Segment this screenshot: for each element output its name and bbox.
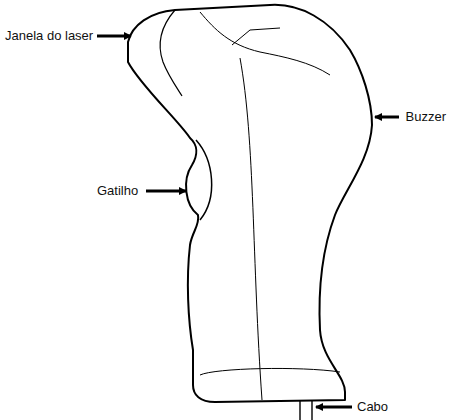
part-label: Cabo <box>356 399 389 415</box>
leader-arrow <box>316 406 352 409</box>
laser-window <box>160 10 182 96</box>
top-ridge <box>232 28 280 45</box>
top-ridge <box>200 12 330 75</box>
part-label: Buzzer <box>405 109 447 125</box>
trigger <box>196 140 212 220</box>
foot <box>200 368 340 375</box>
part-label: Janela do laser <box>4 28 94 44</box>
leader-arrow <box>375 116 399 119</box>
seam <box>240 58 262 400</box>
leader-arrow <box>97 35 131 38</box>
scanner-body <box>128 5 372 402</box>
leader-arrow <box>146 190 186 193</box>
part-label: Gatilho <box>96 183 139 199</box>
